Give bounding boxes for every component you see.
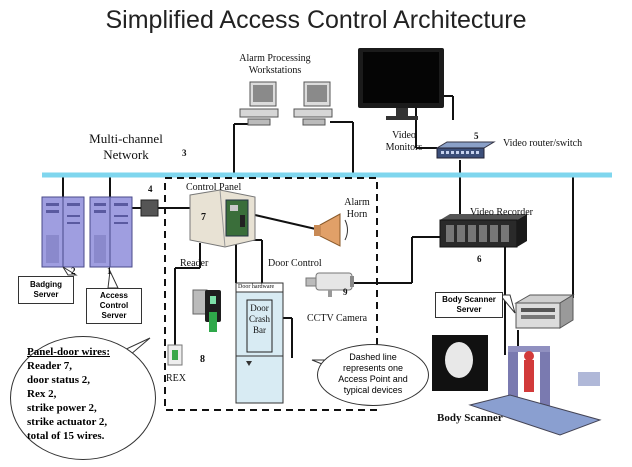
network-number: 3 (182, 148, 187, 158)
alarm-workstations-label-line1: Alarm Processing (239, 53, 311, 64)
panel-door-wires-line: Rex 2, (27, 388, 57, 400)
dashed-note-line2: represents one (342, 363, 404, 373)
crash-bar-label: Door Crash Bar (247, 303, 272, 336)
panel-door-wires-line: total of 15 wires. (27, 430, 105, 442)
alarm-workstations-label: Alarm Processing Workstations (236, 53, 314, 77)
cctv-camera-icon (305, 272, 354, 297)
workstation-icon (239, 81, 279, 126)
body-scanner-server-icon (514, 294, 575, 329)
alarm-horn-label-line1: Alarm (344, 197, 370, 208)
access-control-server-label-line2: Control (99, 301, 129, 310)
video-router-icon (435, 141, 496, 159)
video-monitors-label-line2: Monitors (385, 142, 423, 153)
access-control-server-icon (89, 196, 133, 268)
access-control-server-number: 1 (107, 266, 112, 276)
badging-server-callout: Badging Server (18, 276, 74, 304)
door-icon (235, 282, 284, 404)
alarm-horn-label-line2: Horn (346, 209, 368, 220)
door-control-label: Door Control (268, 258, 322, 269)
control-panel-label: Control Panel (186, 182, 242, 193)
video-recorder-icon (439, 214, 527, 248)
reader-label: Reader (180, 258, 209, 269)
network-label-line2: Network (103, 147, 149, 162)
video-router-number: 5 (474, 131, 479, 141)
rex-label: REX (166, 373, 186, 384)
dashed-note-line4: typical devices (343, 385, 403, 395)
panel-door-wires-line: strike power 2, (27, 402, 97, 414)
control-panel-icon (189, 189, 256, 248)
door-hardware-label: Door hardware (238, 284, 275, 290)
alarm-horn-label: Alarm Horn (342, 197, 372, 221)
panel-door-wires-line: strike actuator 2, (27, 416, 108, 428)
access-control-server-label-line3: Server (101, 311, 127, 320)
dashed-line-note: Dashed line represents one Access Point … (317, 344, 429, 406)
control-panel-number: 7 (201, 212, 206, 223)
badging-server-label-line1: Badging (30, 280, 62, 289)
body-scanner-server-callout: Body Scanner Server (435, 292, 503, 318)
dashed-note-line3: Access Point and (338, 374, 408, 384)
video-monitors-label: Video Monitors (382, 130, 426, 154)
panel-door-wires-line: Reader 7, (27, 360, 73, 372)
network-port-icon (140, 199, 159, 217)
access-point-number: 8 (200, 354, 205, 365)
panel-door-wires-note: Panel-door wires: Reader 7, door status … (10, 336, 156, 460)
network-label: Multi-channel Network (86, 131, 166, 163)
badging-server-label-line2: Server (33, 290, 59, 299)
panel-door-wires-line: door status 2, (27, 374, 91, 386)
page-title: Simplified Access Control Architecture (105, 6, 527, 34)
panel-door-wires-heading: Panel-door wires: (27, 346, 110, 358)
panel-link-number: 4 (148, 184, 153, 194)
cctv-number: 9 (343, 287, 348, 297)
video-recorder-number: 6 (477, 254, 482, 264)
network-label-line1: Multi-channel (89, 131, 163, 146)
crash-bar-label-line1: Door (250, 303, 269, 313)
access-control-server-callout: Access Control Server (86, 288, 142, 324)
crash-bar-label-line3: Bar (253, 325, 266, 335)
crash-bar-box (246, 299, 273, 353)
workstation-icon (293, 81, 333, 126)
body-scanner-label: Body Scanner (437, 412, 503, 424)
video-monitors-label-line1: Video (392, 130, 416, 141)
alarm-horn-icon (314, 213, 348, 247)
crash-bar-label-line2: Crash (249, 314, 270, 324)
dashed-note-line1: Dashed line (349, 352, 397, 362)
cctv-camera-label: CCTV Camera (307, 313, 368, 324)
rex-button-icon (167, 344, 183, 366)
video-monitor-icon (358, 48, 444, 120)
video-router-label: Video router/switch (503, 138, 583, 149)
badging-server-icon (41, 196, 85, 268)
badging-server-number: 2 (71, 266, 76, 276)
access-point-boundary (164, 177, 378, 411)
card-reader-icon (192, 289, 221, 332)
body-scanner-server-label-line1: Body Scanner (442, 295, 496, 304)
alarm-workstations-label-line2: Workstations (248, 65, 302, 76)
body-scanner-icon (432, 335, 602, 436)
body-scanner-server-label-line2: Server (456, 305, 482, 314)
access-control-server-label-line1: Access (99, 291, 129, 300)
video-recorder-label: Video Recorder (470, 207, 533, 218)
